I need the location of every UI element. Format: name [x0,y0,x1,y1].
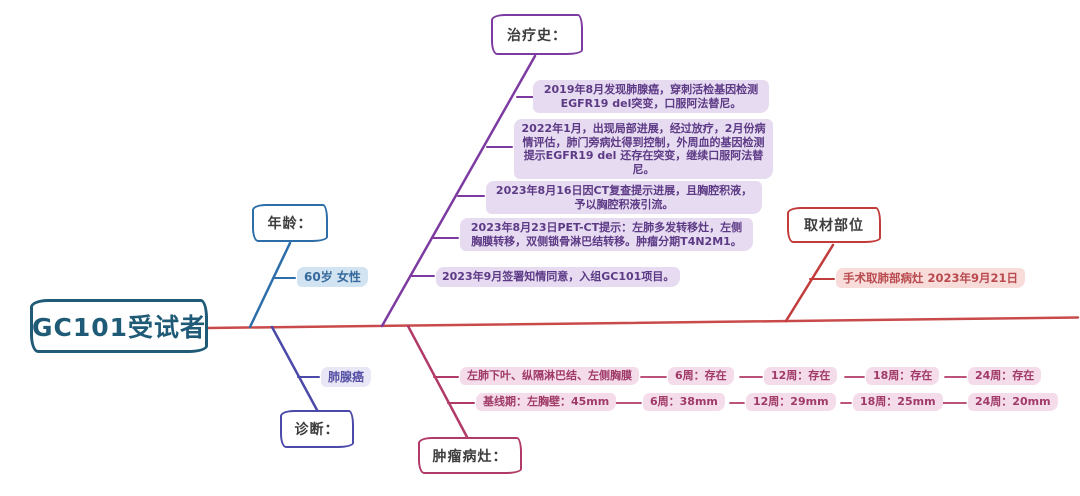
lesions-branch-line [406,324,469,439]
lesion-presence-week24[interactable]: 24周：存在 [968,367,1042,385]
age-branch-line [248,241,292,329]
treatment-item-3[interactable]: 2023年8月16日因CT复查提示进展，且胸腔积液，予以胸腔积液引流。 [486,181,762,214]
lesion-presence-week12[interactable]: 12周：存在 [764,367,838,385]
leaf-age-value[interactable]: 60岁 女性 [297,267,368,287]
lesion-size-week12[interactable]: 12周：29mm [746,393,836,411]
node-diagnosis[interactable]: 诊断： [280,410,354,448]
node-diagnosis-label: 诊断： [294,422,340,438]
treatment-item-4[interactable]: 2023年8月23日PET-CT提示：左肺多发转移灶，左侧胸膜转移，双侧锁骨淋巴… [460,218,753,251]
node-treatment-history[interactable]: 治疗史： [491,14,583,55]
node-age-label: 年龄： [267,216,313,232]
node-tumor-lesions[interactable]: 肿瘤病灶： [418,437,522,474]
node-age[interactable]: 年龄： [252,204,328,242]
node-tumor-lesions-label: 肿瘤病灶： [432,448,508,465]
treatment-item-2[interactable]: 2022年1月，出现局部进展，经过放疗，2月份病情评估，肺门旁病灶得到控制，外周… [514,119,773,179]
node-treatment-history-label: 治疗史： [507,27,567,44]
lesion-presence-week18[interactable]: 18周：存在 [866,367,940,385]
treatment-item-1[interactable]: 2019年8月发现肺腺癌，穿刺活检基因检测EGFR19 del突变，口服阿法替尼… [533,80,769,113]
diagnosis-branch-line [270,325,319,412]
sampling-branch-line [784,243,835,323]
node-sampling-site-label: 取材部位 [804,218,864,234]
lesion-size-baseline[interactable]: 基线期：左胸壁：45mm [476,393,617,411]
leaf-diagnosis-value[interactable]: 肺腺癌 [321,367,372,387]
lesion-size-week18[interactable]: 18周：25mm [853,393,943,411]
central-topic-label: GC101受试者 [31,313,207,342]
node-sampling-site[interactable]: 取材部位 [787,207,881,243]
lesion-size-week24[interactable]: 24周：20mm [968,393,1058,411]
leaf-sampling-value[interactable]: 手术取肺部病灶 2023年9月21日 [836,268,1026,288]
treatment-branch-line [380,54,537,328]
central-topic-gc101[interactable]: GC101受试者 [30,299,208,353]
lesion-presence-week6[interactable]: 6周：存在 [668,367,734,385]
treatment-item-5[interactable]: 2023年9月签署知情同意，入组GC101项目。 [436,267,681,287]
lesion-presence-baseline[interactable]: 左肺下叶、纵隔淋巴结、左侧胸膜 [460,367,639,385]
lesion-size-week6[interactable]: 6周：38mm [643,393,725,411]
spine-line [206,316,1080,330]
